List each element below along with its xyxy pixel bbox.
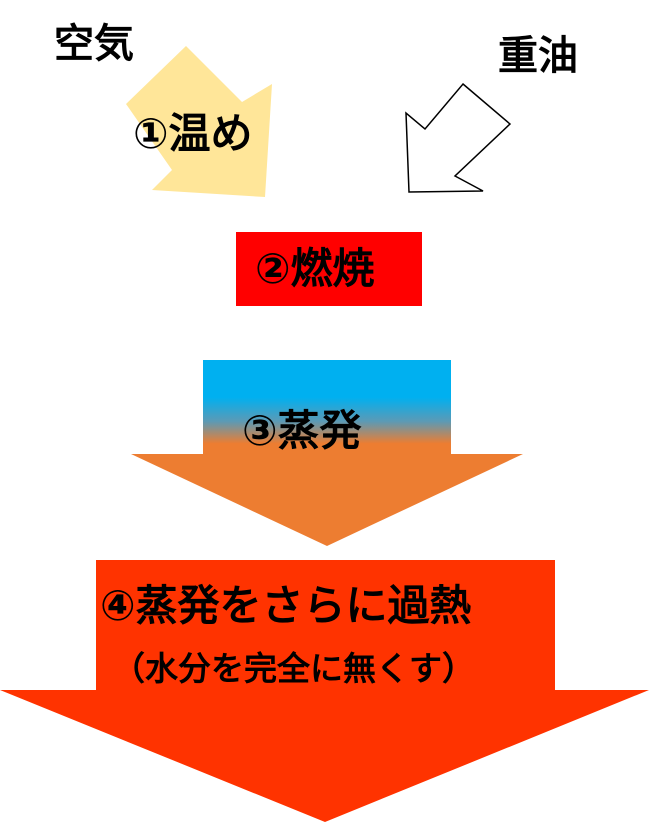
air-label: 空気 <box>54 21 134 67</box>
fuel-oil-label: 重油 <box>498 33 578 79</box>
warm-arrow <box>126 46 272 197</box>
combustion-step-label: ②燃焼 <box>255 244 375 293</box>
superheat-arrow <box>0 560 649 822</box>
superheat-step-label: ④蒸発をさらに過熱 <box>100 581 472 630</box>
evaporation-step-label: ③蒸発 <box>242 406 362 455</box>
warm-step-label: ①温め <box>133 109 253 158</box>
superheat-note-label: （水分を完全に無くす） <box>112 649 475 688</box>
evaporation-arrow <box>131 360 523 546</box>
fuel-oil-arrow <box>405 82 512 193</box>
combustion-box <box>236 232 422 306</box>
